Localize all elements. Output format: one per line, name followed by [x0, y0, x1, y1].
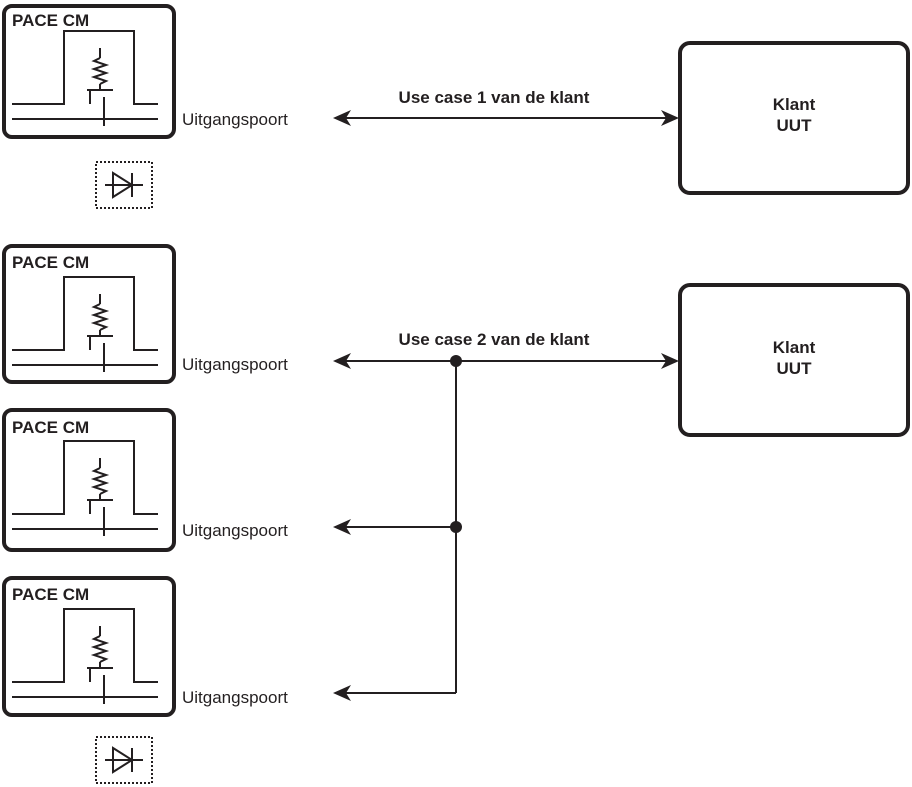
use-case-2-connection	[333, 353, 679, 701]
module-title: PACE CM	[12, 418, 89, 437]
arrow-icon	[661, 110, 679, 126]
pace-cm-module-3: PACE CM	[2, 408, 176, 552]
pace-cm-module-2: PACE CM	[2, 244, 176, 384]
diode-icon	[95, 736, 153, 784]
arrow-icon	[333, 110, 351, 126]
arrow-icon	[333, 519, 351, 535]
customer-uut-box-1: Klant UUT	[678, 41, 910, 195]
transistor-schematic-icon	[11, 30, 159, 127]
transistor-schematic-icon	[11, 608, 159, 705]
arrow-icon	[333, 685, 351, 701]
output-port-label: Uitgangspoort	[182, 521, 288, 540]
customer-uut-box-2: Klant UUT	[678, 283, 910, 437]
uut-line-2: UUT	[777, 116, 813, 135]
use-case-1-connection	[333, 110, 679, 126]
pace-cm-module-4: PACE CM	[2, 576, 176, 717]
use-case-2-label: Use case 2 van de klant	[399, 330, 590, 349]
use-case-1-label: Use case 1 van de klant	[399, 88, 590, 107]
output-port-label: Uitgangspoort	[182, 110, 288, 129]
junction-dot-icon	[450, 355, 462, 367]
transistor-schematic-icon	[11, 276, 159, 373]
output-port-label: Uitgangspoort	[182, 355, 288, 374]
module-title: PACE CM	[12, 253, 89, 272]
junction-dot-icon	[450, 521, 462, 533]
diode-icon	[95, 161, 153, 209]
transistor-schematic-icon	[11, 440, 159, 537]
arrow-icon	[661, 353, 679, 369]
arrow-icon	[333, 353, 351, 369]
uut-line-1: Klant	[773, 338, 816, 357]
uut-line-1: Klant	[773, 95, 816, 114]
module-title: PACE CM	[12, 11, 89, 30]
uut-line-2: UUT	[777, 359, 813, 378]
output-port-label: Uitgangspoort	[182, 688, 288, 707]
pace-cm-module-1: PACE CM	[2, 4, 176, 139]
module-title: PACE CM	[12, 585, 89, 604]
